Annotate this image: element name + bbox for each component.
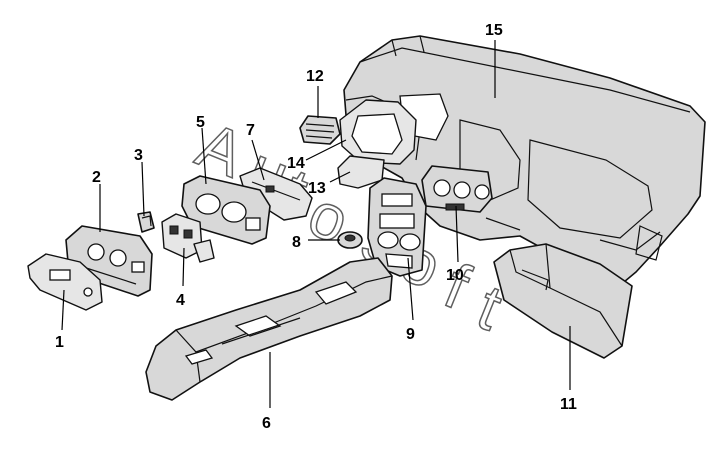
part-12-vent bbox=[299, 115, 341, 145]
svg-text:f: f bbox=[435, 250, 479, 324]
part-10-heater-control bbox=[421, 165, 493, 213]
part-9-center-face bbox=[367, 177, 427, 277]
callout-11: 11 bbox=[560, 396, 577, 413]
callout-15: 15 bbox=[485, 22, 503, 39]
part-5-instrument-cluster bbox=[181, 175, 271, 245]
leader-lines bbox=[61, 40, 571, 408]
callout-3: 3 bbox=[134, 147, 143, 164]
part-1-lower-bracket bbox=[27, 253, 103, 311]
callout-10: 10 bbox=[446, 267, 464, 284]
callout-1: 1 bbox=[55, 334, 64, 351]
part-8-knob bbox=[337, 231, 363, 249]
callout-13: 13 bbox=[308, 180, 326, 197]
callout-8: 8 bbox=[292, 234, 301, 251]
part-6-floor-console bbox=[145, 257, 393, 401]
callout-7: 7 bbox=[246, 122, 255, 139]
callout-5: 5 bbox=[196, 114, 205, 131]
part-3-small-switch bbox=[137, 211, 155, 233]
part-4-switch-module bbox=[161, 213, 215, 263]
part-11-glove-box bbox=[493, 243, 633, 359]
callout-6: 6 bbox=[262, 415, 271, 432]
part-14-cluster-bezel bbox=[339, 99, 417, 165]
callout-9: 9 bbox=[406, 326, 415, 343]
callout-14: 14 bbox=[287, 155, 305, 172]
callout-labels: 1 2 3 4 5 6 7 8 9 10 11 12 13 14 15 bbox=[55, 22, 577, 432]
callout-4: 4 bbox=[176, 292, 185, 309]
callout-12: 12 bbox=[306, 68, 324, 85]
callout-2: 2 bbox=[92, 169, 101, 186]
